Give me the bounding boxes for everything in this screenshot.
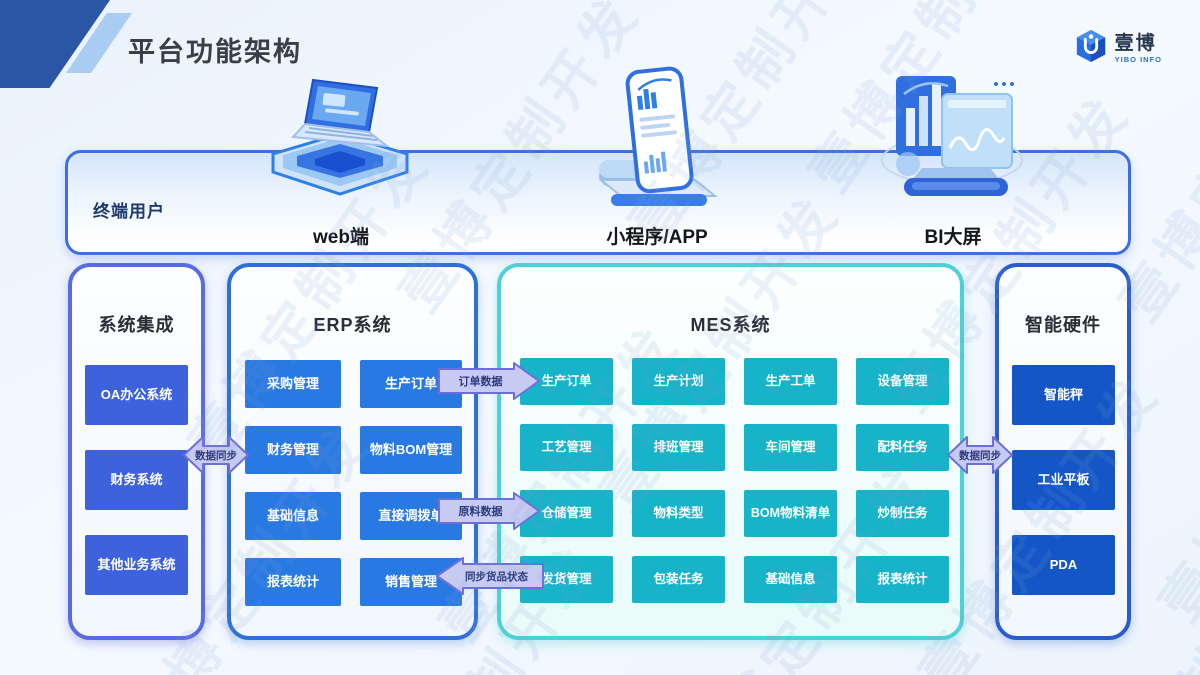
material-data-arrow: 原料数据 xyxy=(438,492,541,530)
watermark-text: 壹博定制开发 xyxy=(1149,293,1200,633)
terminal-item-web-label: web端 xyxy=(313,227,369,248)
terminal-item-app-label: 小程序/APP xyxy=(606,227,708,248)
mes-item: 配料任务 xyxy=(856,424,949,471)
mes-item: 基础信息 xyxy=(744,556,837,603)
panel-mes-system: MES系统 生产订单生产计划生产工单设备管理工艺管理排班管理车间管理配料任务仓储… xyxy=(497,263,964,640)
panel-smart-hardware-title: 智能硬件 xyxy=(1025,315,1101,335)
data-sync-arrow-right: 数据同步 xyxy=(947,433,1013,477)
data-sync-arrow-right-label: 数据同步 xyxy=(959,449,1001,462)
mes-item: 包装任务 xyxy=(632,556,725,603)
mes-item: 工艺管理 xyxy=(520,424,613,471)
erp-item: 财务管理 xyxy=(245,426,341,474)
mes-item-grid: 生产订单生产计划生产工单设备管理工艺管理排班管理车间管理配料任务仓储管理物料类型… xyxy=(520,358,949,603)
erp-item: 报表统计 xyxy=(245,558,341,606)
integration-item: 财务系统 xyxy=(85,450,188,510)
sync-goods-status-arrow: 同步货品状态 xyxy=(435,557,544,595)
mes-item: 报表统计 xyxy=(856,556,949,603)
integration-item-list: OA办公系统财务系统其他业务系统 xyxy=(85,365,188,595)
mes-item: BOM物料清单 xyxy=(744,490,837,537)
panel-mes-system-title: MES系统 xyxy=(690,315,771,335)
hardware-item-list: 智能秤工业平板 PDA xyxy=(1012,365,1115,595)
order-data-arrow-label: 订单数据 xyxy=(458,376,503,388)
sync-goods-status-arrow-label: 同步货品状态 xyxy=(465,570,528,583)
mes-item: 炒制任务 xyxy=(856,490,949,537)
panel-system-integration-title: 系统集成 xyxy=(98,315,175,335)
page-title: 平台功能架构 xyxy=(128,37,302,67)
panel-system-integration: 系统集成 OA办公系统财务系统其他业务系统 xyxy=(68,263,205,640)
hardware-item: 智能秤 xyxy=(1012,365,1115,425)
mes-item: 车间管理 xyxy=(744,424,837,471)
mes-item: 生产计划 xyxy=(632,358,725,405)
terminal-users-label: 终端用户 xyxy=(93,202,165,221)
terminal-item-bi-label: BI大屏 xyxy=(924,227,982,248)
dashboard-screen-illustration xyxy=(878,68,1026,215)
logo: 壹博 YIBO INFO xyxy=(1074,28,1162,69)
mes-item: 排班管理 xyxy=(632,424,725,471)
mes-item: 生产订单 xyxy=(520,358,613,405)
integration-item: OA办公系统 xyxy=(85,365,188,425)
mes-item: 设备管理 xyxy=(856,358,949,405)
mes-item: 生产工单 xyxy=(744,358,837,405)
hardware-item: 工业平板 xyxy=(1012,450,1115,510)
erp-item: 采购管理 xyxy=(245,360,341,408)
mes-item: 物料类型 xyxy=(632,490,725,537)
logo-name: 壹博 xyxy=(1114,32,1157,54)
erp-item: 物料BOM管理 xyxy=(360,426,462,474)
erp-item-grid: 采购管理生产订单财务管理物料BOM管理基础信息直接调拨单报表统计销售管理 xyxy=(245,360,462,606)
data-sync-arrow-left: 数据同步 xyxy=(183,433,249,477)
logo-cube-icon xyxy=(1074,28,1108,69)
data-sync-arrow-left-label: 数据同步 xyxy=(195,449,237,462)
order-data-arrow: 订单数据 xyxy=(438,362,541,400)
material-data-arrow-label: 原料数据 xyxy=(458,506,503,518)
smartphone-illustration xyxy=(585,64,725,217)
panel-smart-hardware: 智能硬件 智能秤工业平板 PDA xyxy=(995,263,1131,640)
erp-item: 基础信息 xyxy=(245,492,341,540)
logo-subtitle: YIBO INFO xyxy=(1114,54,1162,64)
laptop-hexagon-illustration xyxy=(255,76,425,226)
integration-item: 其他业务系统 xyxy=(85,535,188,595)
panel-erp-system-title: ERP系统 xyxy=(313,315,392,335)
hardware-item: PDA xyxy=(1012,535,1115,595)
